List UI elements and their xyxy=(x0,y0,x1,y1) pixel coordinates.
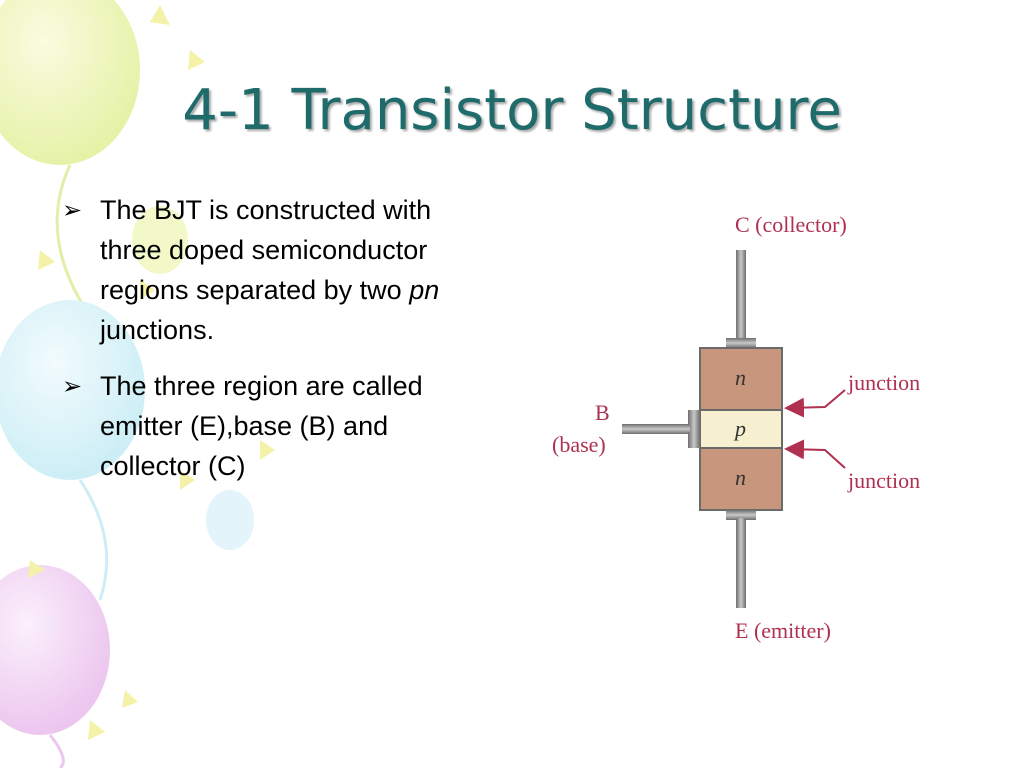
bullet-list: ➢ The BJT is constructed with three dope… xyxy=(62,190,462,502)
confetti xyxy=(28,5,275,740)
arrowhead-bullet-icon: ➢ xyxy=(62,372,83,400)
balloon-blue xyxy=(0,300,145,480)
bullet-item: ➢ The three region are called emitter (E… xyxy=(62,366,462,486)
bullet-item: ➢ The BJT is constructed with three dope… xyxy=(62,190,462,350)
collector-label: C (collector) xyxy=(735,212,847,237)
bullet-text-end: junctions. xyxy=(100,315,215,345)
junction-bottom-arrow xyxy=(784,439,846,469)
collector-region-label: n xyxy=(735,365,746,390)
junction-top-label: junction xyxy=(847,370,920,395)
emitter-region-label: n xyxy=(735,465,746,490)
collector-lead xyxy=(736,250,746,340)
balloon-yellow xyxy=(0,0,140,165)
balloon-pink xyxy=(0,565,110,735)
balloon-small-yellow xyxy=(132,206,188,274)
bullet-text: The three region are called emitter (E),… xyxy=(100,371,423,481)
junction-bottom-label: junction xyxy=(847,468,920,493)
emitter-label: E (emitter) xyxy=(735,618,831,643)
base-lead xyxy=(622,424,690,434)
base-label-letter: B xyxy=(595,400,610,425)
emitter-lead xyxy=(736,518,746,608)
base-label: (base) xyxy=(552,432,606,457)
transistor-structure-diagram: C (collector) n p n B (base) E (emitter)… xyxy=(552,212,920,643)
balloon-small-blue xyxy=(206,490,254,550)
arrowhead-bullet-icon: ➢ xyxy=(62,196,83,224)
junction-top-arrow xyxy=(784,389,846,418)
base-region xyxy=(699,409,783,449)
emitter-contact xyxy=(726,510,756,520)
balloon-pink-string xyxy=(48,734,65,768)
balloon-blue-string xyxy=(78,479,109,601)
bullet-text-italic: pn xyxy=(409,275,440,305)
slide-title: 4-1 Transistor Structure xyxy=(182,78,842,143)
base-region-label: p xyxy=(733,416,746,441)
collector-contact xyxy=(726,338,756,348)
base-contact xyxy=(688,410,700,448)
bullet-text: The BJT is constructed with three doped … xyxy=(100,195,432,305)
